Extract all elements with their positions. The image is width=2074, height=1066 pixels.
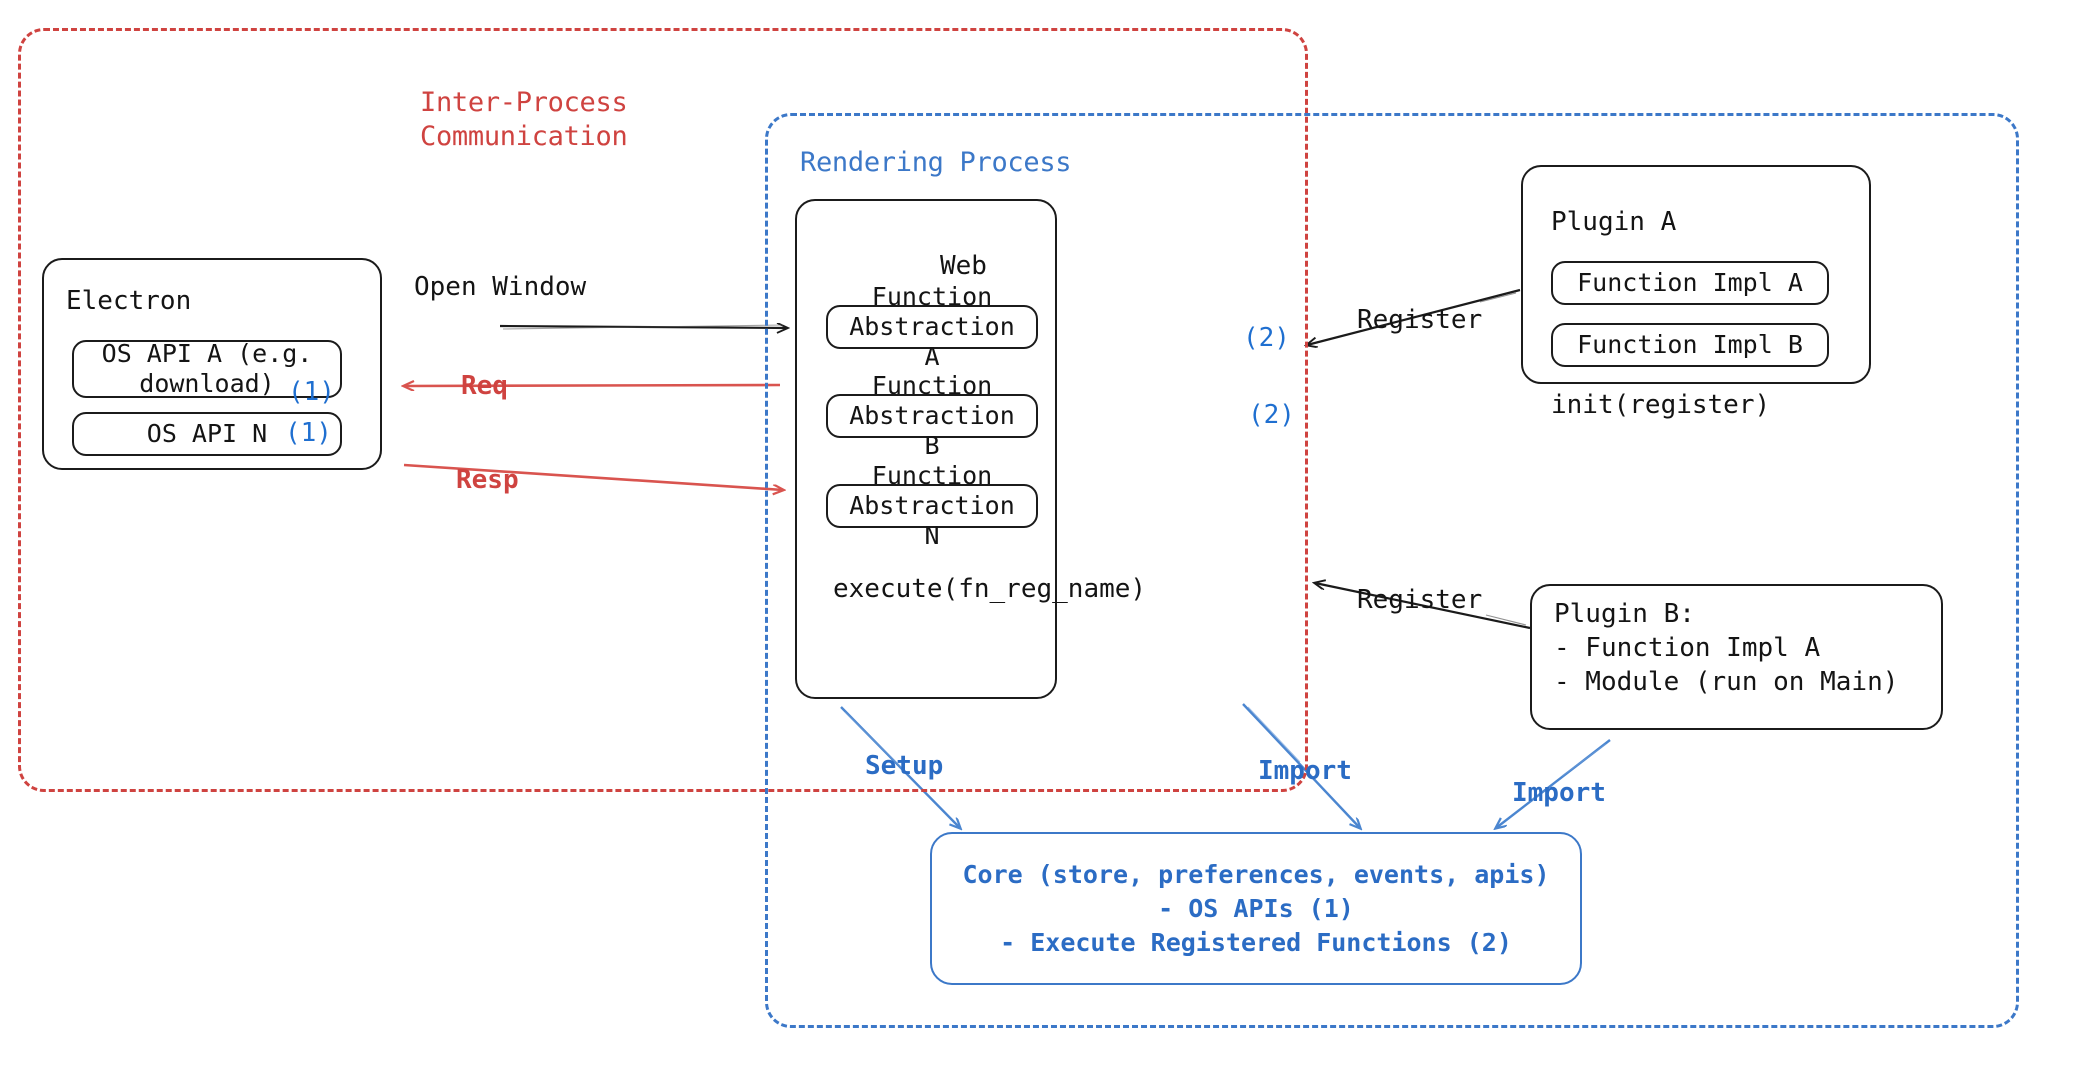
function-impl-a-box: Function Impl A (1551, 261, 1829, 305)
core-line-execute-registered-functions: - Execute Registered Functions (2) (1000, 927, 1512, 957)
function-abstraction-a-box: Function Abstraction A (826, 282, 1038, 371)
web-title: Web (940, 251, 987, 281)
edge-label-open-window: Open Window (414, 272, 587, 302)
function-abstraction-a-marker: (2) (1243, 323, 1290, 353)
edge-label-req: Req (461, 371, 508, 401)
web-execute-method: execute(fn_reg_name) (833, 574, 1147, 604)
plugin-a-title: Plugin A (1551, 207, 1677, 237)
core-line-os-apis: - OS APIs (1) (1158, 893, 1354, 923)
electron-title: Electron (66, 286, 192, 316)
region-inter-process-communication (18, 28, 1308, 792)
edge-label-register-plugin-a: Register (1357, 305, 1483, 335)
edge-label-import-web: Import (1258, 756, 1352, 786)
plugin-a-init-method: init(register) (1551, 390, 1771, 420)
region-rendering-process (765, 113, 2019, 1028)
region-label-inter-process-communication: Inter-Process Communication (420, 87, 628, 152)
function-abstraction-b-marker: (2) (1248, 400, 1295, 430)
core-line-title: Core (store, preferences, events, apis) (962, 859, 1550, 889)
edge-label-resp: Resp (456, 465, 519, 495)
region-label-rendering-process: Rendering Process (800, 147, 1072, 178)
core-box: Core (store, preferences, events, apis) … (930, 832, 1582, 985)
os-api-n-marker: (1) (285, 418, 332, 448)
edge-label-setup: Setup (865, 751, 944, 781)
plugin-b-content: Plugin B: - Function Impl A - Module (ru… (1554, 599, 1899, 697)
web-box (795, 199, 1057, 699)
edge-label-import-plugin-b: Import (1512, 778, 1606, 808)
function-impl-b-box: Function Impl B (1551, 323, 1829, 367)
os-api-a-box: OS API A (e.g. download) (72, 339, 342, 398)
plugin-b-box (1530, 584, 1943, 730)
os-api-n-box: OS API N (72, 412, 342, 456)
function-abstraction-b-box: Function Abstraction B (826, 371, 1038, 460)
edge-label-register-plugin-b: Register (1357, 585, 1483, 615)
os-api-a-marker: (1) (288, 377, 335, 407)
function-abstraction-n-box: Function Abstraction N (826, 461, 1038, 550)
